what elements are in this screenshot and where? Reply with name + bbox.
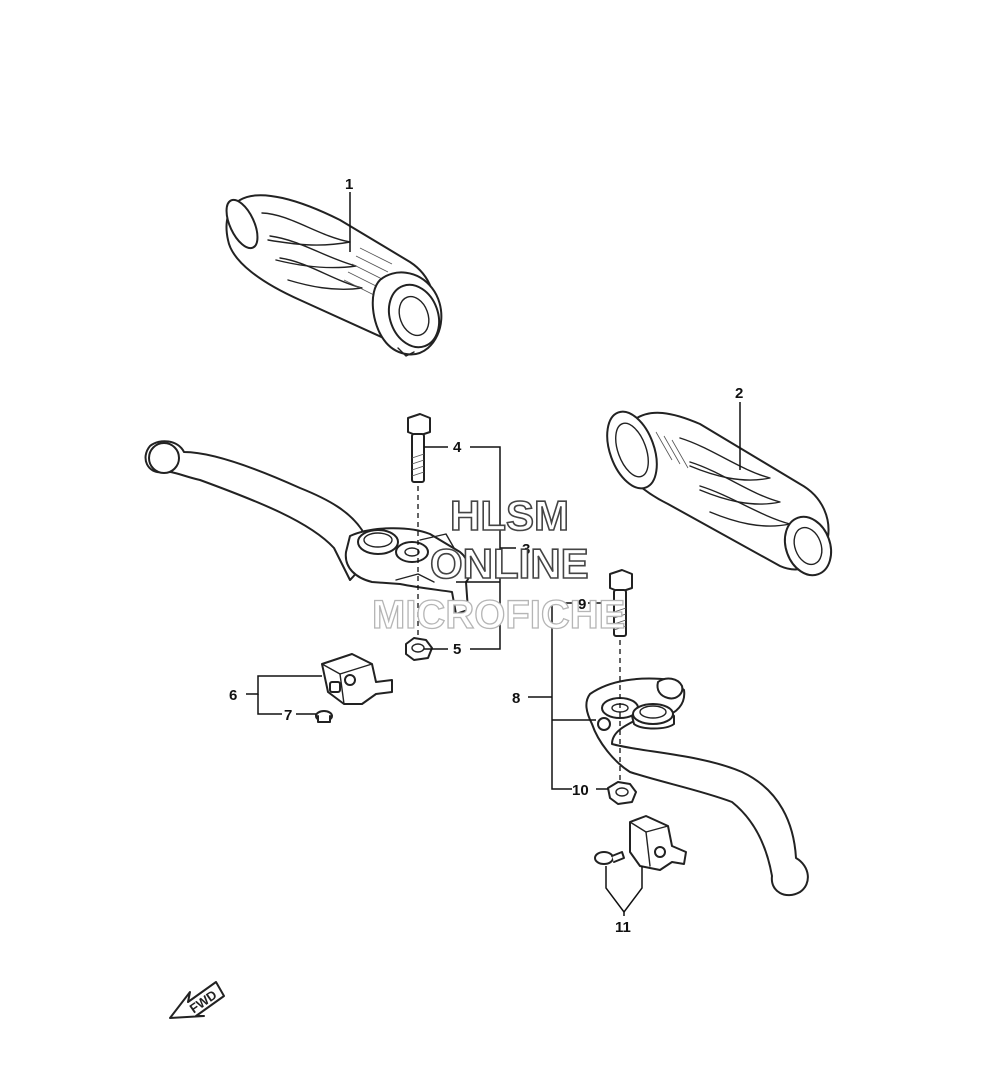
- clutch-switch: [321, 653, 393, 705]
- handlebar-grip-left: [225, 194, 443, 357]
- handlebar-grip-right: [606, 410, 833, 577]
- clutch-lever: [144, 440, 471, 615]
- callout-8: 8: [512, 690, 520, 707]
- watermark-line-2: ONLINE: [430, 540, 589, 587]
- nut-right: [607, 781, 637, 805]
- leader-lines: [246, 192, 741, 916]
- callout-9: 9: [578, 596, 586, 613]
- callout-5: 5: [453, 641, 461, 658]
- bolt-right: [609, 569, 633, 637]
- nut-left: [405, 637, 433, 661]
- screw-switch-left: [315, 710, 333, 723]
- fwd-direction-arrow: FWD: [169, 981, 225, 1019]
- watermark: HLSM ONLINE MICROFICHE: [371, 491, 626, 637]
- callout-2: 2: [735, 385, 743, 402]
- callout-6: 6: [229, 687, 237, 704]
- callout-11: 11: [615, 919, 631, 936]
- callout-10: 10: [572, 782, 589, 799]
- screw-switch-right: [594, 851, 625, 865]
- callout-4: 4: [453, 439, 462, 456]
- callout-1: 1: [345, 176, 353, 193]
- callout-3: 3: [522, 541, 530, 558]
- watermark-line-1: HLSM: [450, 492, 569, 539]
- callout-7: 7: [284, 707, 292, 724]
- front-brake-switch: [629, 815, 687, 871]
- watermark-line-3: MICROFICHE: [372, 593, 625, 637]
- callout-labels: 1 2 3 4 5 6 7 8 9 10 11: [229, 176, 743, 936]
- bolt-left: [407, 413, 431, 483]
